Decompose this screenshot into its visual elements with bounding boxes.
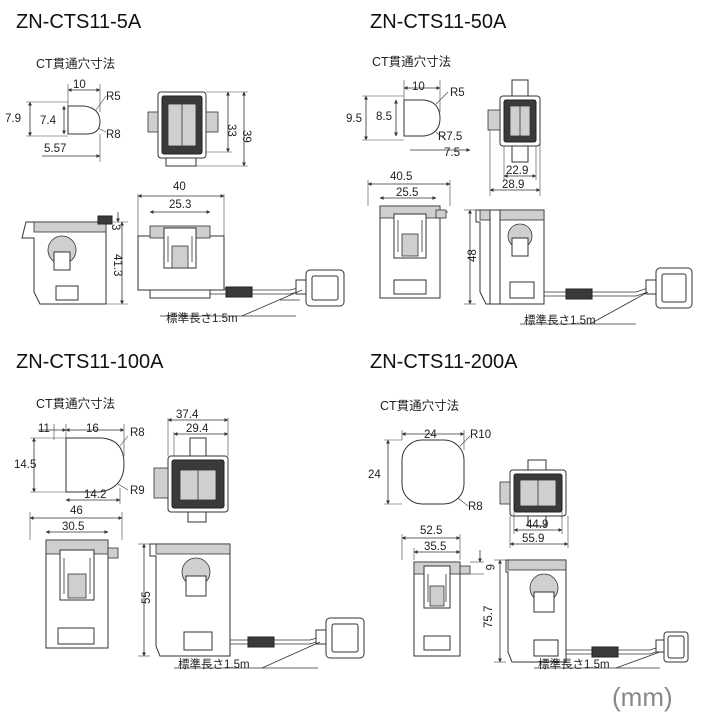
top-height-outer-5a: 39 — [240, 130, 252, 143]
hole-shape-100a — [30, 424, 129, 504]
hole-width-5a: 10 — [73, 79, 86, 91]
side-view-100a — [138, 543, 231, 657]
hole-r-bottom-5a: R8 — [106, 129, 121, 141]
hole-height-outer-5a: 7.9 — [5, 113, 21, 125]
top-view-200a — [499, 459, 569, 548]
front-width-inner-200a: 35.5 — [424, 541, 446, 553]
front-view-200a — [401, 534, 484, 657]
hole-bottom-100a: 14.2 — [84, 489, 106, 501]
front-height-200a: 75.7 — [483, 606, 495, 628]
hole-width-50a: 10 — [412, 81, 425, 93]
model-title-200a: ZN-CTS11-200A — [370, 351, 518, 373]
hole-height-100a: 14.5 — [14, 459, 36, 471]
front-height-100a: 55 — [141, 591, 153, 604]
top-height-inner-5a: 33 — [225, 124, 237, 137]
hole-width-100a: 16 — [86, 423, 99, 435]
cable-note-5a: 標準長さ1.5m — [166, 311, 238, 325]
top-width-inner-50a: 22.9 — [506, 165, 528, 177]
top-width-outer-50a: 28.9 — [502, 179, 524, 191]
front-height-5a: 41.3 — [111, 254, 123, 276]
front-gap-5a: 3 — [109, 224, 121, 230]
hole-height-inner-50a: 8.5 — [376, 111, 392, 123]
panel-5a: ZN-CTS11-5A CT貫通穴寸法 10 R5 R8 7.9 7.4 5.5… — [5, 11, 345, 325]
side-view-200a — [494, 559, 567, 663]
front-width-inner-5a: 25.3 — [169, 199, 191, 211]
hole-r-top-200a: R10 — [470, 429, 491, 441]
cable-note-50a: 標準長さ1.5m — [524, 313, 596, 327]
hole-bottom-5a: 5.57 — [44, 143, 66, 155]
cable-100a — [230, 617, 365, 659]
front-width-outer-100a: 46 — [70, 505, 83, 517]
top-view-50a — [487, 79, 541, 196]
panel-200a: ZN-CTS11-200A CT貫通穴寸法 24 24 R10 R8 — [368, 351, 689, 671]
hole-note-200a: CT貫通穴寸法 — [380, 398, 459, 413]
model-title-50a: ZN-CTS11-50A — [370, 11, 507, 33]
hole-note-5a: CT貫通穴寸法 — [36, 56, 115, 71]
hole-height-inner-5a: 7.4 — [40, 115, 57, 127]
hole-r-bottom-50a: R7.5 — [438, 131, 462, 143]
front-view-5a — [137, 194, 241, 299]
panel-50a: ZN-CTS11-50A CT貫通穴寸法 10 R5 R7.5 9.5 8.5 … — [346, 11, 693, 327]
hole-bottom-50a: 7.5 — [444, 147, 460, 159]
side-view-50a — [464, 209, 545, 305]
front-width-outer-5a: 40 — [173, 181, 186, 193]
front-gap-200a: 6 — [483, 564, 495, 570]
top-view-100a — [153, 418, 229, 523]
hole-r-bottom-100a: R9 — [130, 485, 145, 497]
front-width-outer-200a: 52.5 — [420, 525, 442, 537]
cable-200a — [566, 631, 689, 663]
unit-label: (mm) — [612, 682, 673, 712]
hole-height-200a: 24 — [368, 469, 381, 481]
front-view-50a — [367, 180, 451, 299]
hole-note-50a: CT貫通穴寸法 — [372, 54, 451, 69]
cable-5a — [210, 269, 345, 307]
hole-shape-50a — [362, 80, 471, 152]
side-view-5a — [21, 212, 128, 305]
model-title-100a: ZN-CTS11-100A — [16, 351, 164, 373]
cable-50a — [544, 267, 693, 309]
hole-r-top-50a: R5 — [450, 87, 465, 99]
model-title-5a: ZN-CTS11-5A — [16, 11, 142, 33]
hole-r-top-5a: R5 — [106, 91, 121, 103]
top-width-outer-100a: 37.4 — [176, 409, 199, 421]
hole-height-outer-50a: 9.5 — [346, 113, 362, 125]
cable-note-200a: 標準長さ1.5m — [538, 657, 610, 671]
top-width-inner-200a: 44.9 — [526, 519, 548, 531]
hole-note-100a: CT貫通穴寸法 — [36, 396, 115, 411]
top-width-outer-200a: 55.9 — [522, 533, 544, 545]
front-width-inner-100a: 30.5 — [62, 521, 84, 533]
hole-r-bottom-200a: R8 — [468, 501, 483, 513]
cable-note-100a: 標準長さ1.5m — [178, 657, 250, 671]
front-width-outer-50a: 40.5 — [390, 171, 412, 183]
panel-100a: ZN-CTS11-100A CT貫通穴寸法 11 16 R8 R9 14.5 1… — [14, 351, 365, 671]
front-height-50a: 48 — [467, 249, 479, 262]
front-view-100a — [29, 512, 123, 649]
hole-width-200a: 24 — [424, 429, 437, 441]
front-width-inner-50a: 25.5 — [396, 187, 418, 199]
hole-shape-200a — [384, 430, 471, 507]
top-view-5a — [147, 91, 248, 167]
hole-left-100a: 11 — [38, 423, 50, 435]
top-width-inner-100a: 29.4 — [186, 423, 209, 435]
hole-shape-5a — [26, 84, 107, 162]
hole-r-top-100a: R8 — [130, 427, 145, 439]
